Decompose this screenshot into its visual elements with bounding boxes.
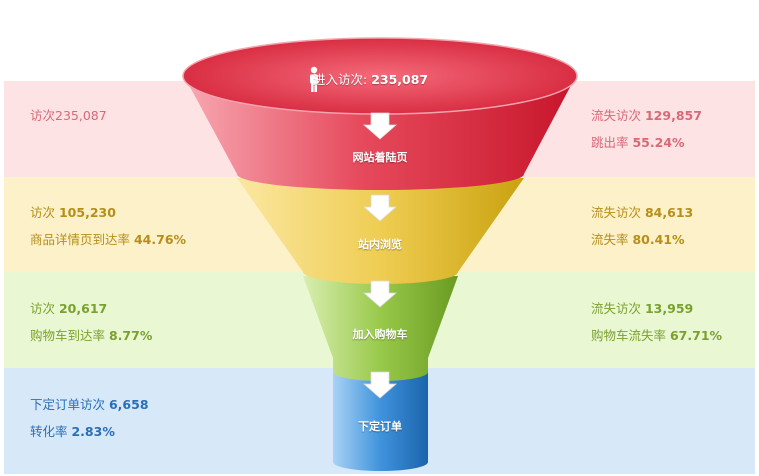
left-stat-landing: 访次235,087 [30,108,107,123]
person-icon [310,66,318,92]
right-stat-landing: 流失访次 129,857 跳出率 55.24% [591,108,702,150]
right-stat-browse: 流失访次 84,613 流失率 80.41% [591,205,694,247]
funnel-stage-cart [303,276,458,381]
entry-value: 235,087 [371,71,429,87]
right-stat-cart: 流失访次 13,959 购物车流失率 67.71% [591,301,723,343]
arrow-down-icon [362,280,398,308]
stage-label-landing: 网站着陆页 [352,151,408,164]
stage-label-order: 下定订单 [358,420,402,433]
entry-label: 进入访次: [313,71,372,87]
arrow-down-icon [362,194,398,222]
left-stat-cart: 访次 20,617 购物车到达率 8.77% [30,301,153,343]
left-stat-order: 下定订单访次 6,658 转化率 2.83% [30,397,149,439]
funnel-stage-browse [237,178,524,284]
left-stat-browse: 访次 105,230 商品详情页到达率 44.76% [30,205,187,247]
funnel-stage-order [333,368,428,471]
arrow-down-icon [362,112,398,140]
arrow-down-icon [362,371,398,399]
entry-visits: 进入访次: 235,087 [305,64,428,92]
stage-label-browse: 站内浏览 [358,238,402,251]
stage-label-cart: 加入购物车 [352,328,408,341]
